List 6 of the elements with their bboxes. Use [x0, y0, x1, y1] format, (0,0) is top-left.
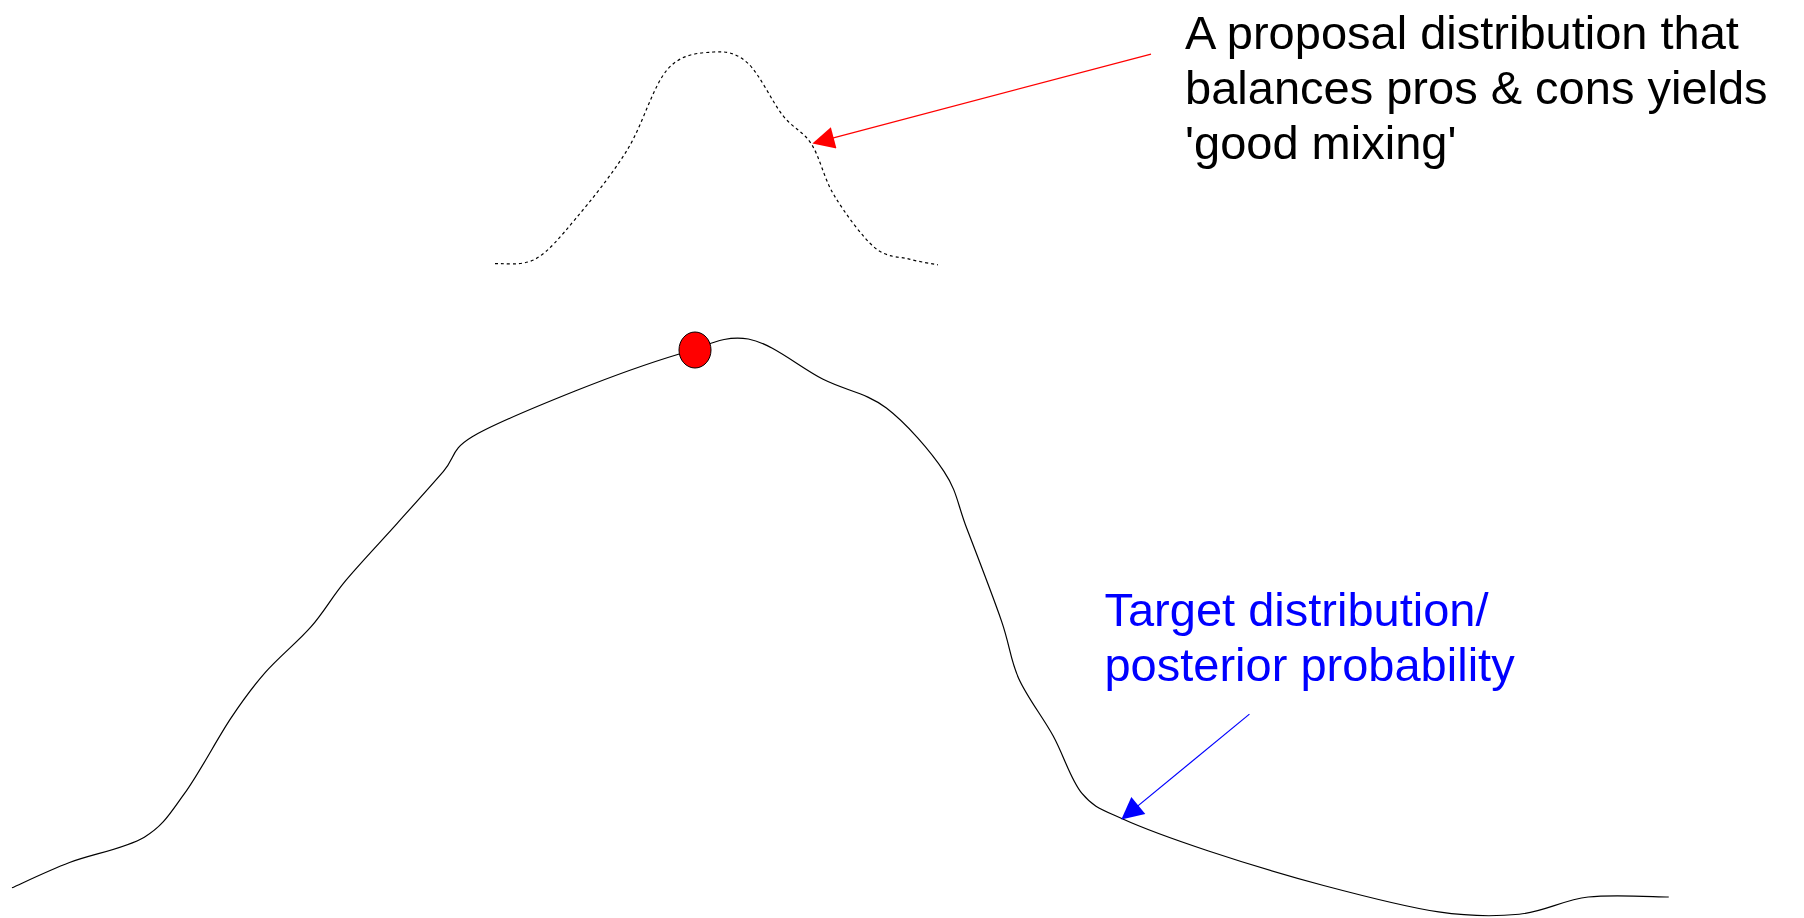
annotation-text: A proposal distribution that balances pros & cons yields 'good mixing': [1185, 4, 1804, 170]
annotation-text: Target distribution/ posterior probability: [1104, 582, 1588, 693]
target-distribution-curve: [11, 339, 1669, 915]
proposal-distribution-curve: [494, 51, 938, 265]
arrow: [812, 53, 1152, 149]
arrow: [1121, 713, 1251, 820]
